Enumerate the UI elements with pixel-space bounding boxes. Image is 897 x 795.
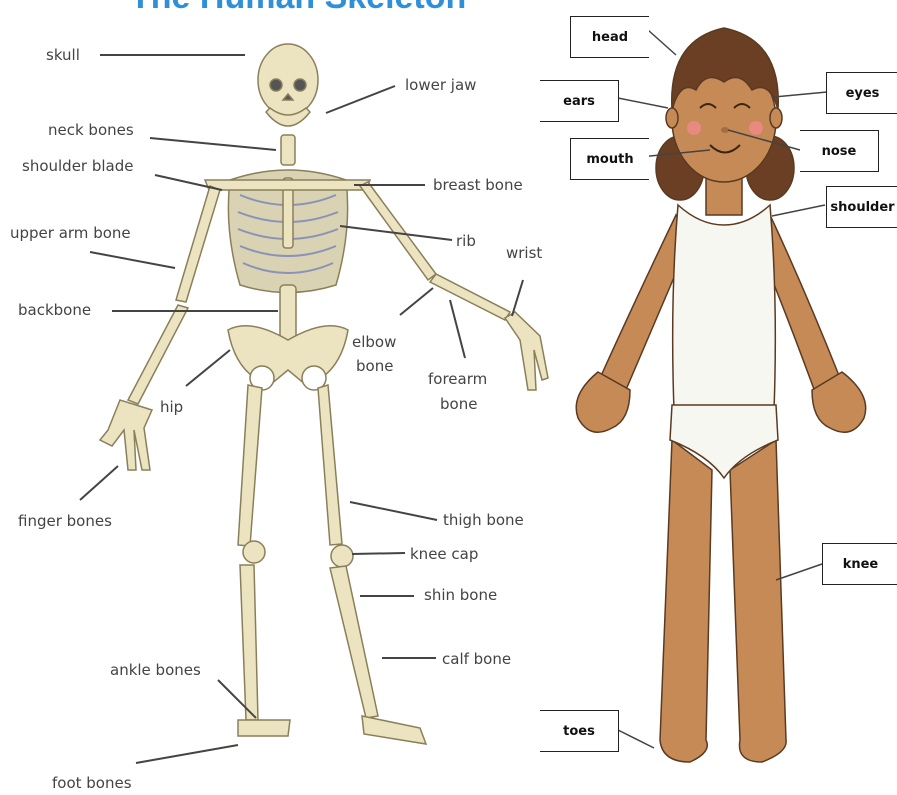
- label-lower-jaw: lower jaw: [405, 76, 476, 94]
- vest-shape: [673, 205, 776, 410]
- label-hip: hip: [160, 398, 183, 416]
- leg-left: [660, 440, 712, 762]
- label-forearm-bone-line2: bone: [440, 395, 477, 413]
- leg-right: [730, 440, 786, 762]
- label-toes: toes: [540, 710, 619, 752]
- label-ears: ears: [540, 80, 619, 122]
- label-shin-bone: shin bone: [424, 586, 497, 604]
- label-knee-cap: knee cap: [410, 545, 478, 563]
- label-mouth: mouth: [570, 138, 649, 180]
- label-elbow-bone-line2: bone: [356, 357, 393, 375]
- label-head: head: [570, 16, 649, 58]
- label-eyes: eyes: [826, 72, 897, 114]
- label-shoulder: shoulder: [826, 186, 897, 228]
- label-knee: knee: [822, 543, 897, 585]
- label-skull: skull: [46, 46, 80, 64]
- label-breast-bone: breast bone: [433, 176, 523, 194]
- skull-shape: [258, 44, 318, 116]
- label-neck-bones: neck bones: [48, 121, 134, 139]
- label-shoulder-blade: shoulder blade: [22, 157, 134, 175]
- label-forearm-bone-line1: forearm: [428, 370, 487, 388]
- label-upper-arm-bone: upper arm bone: [10, 224, 131, 242]
- label-finger-bones: finger bones: [18, 512, 112, 530]
- backbone-shape: [280, 285, 296, 340]
- label-ankle-bones: ankle bones: [110, 661, 201, 679]
- label-foot-bones: foot bones: [52, 774, 132, 792]
- label-elbow-bone-line1: elbow: [352, 333, 396, 351]
- label-rib: rib: [456, 232, 476, 250]
- label-wrist: wrist: [506, 244, 542, 262]
- label-backbone: backbone: [18, 301, 91, 319]
- skeleton-figure: [100, 44, 548, 744]
- label-nose: nose: [800, 130, 879, 172]
- label-calf-bone: calf bone: [442, 650, 511, 668]
- label-thigh-bone: thigh bone: [443, 511, 524, 529]
